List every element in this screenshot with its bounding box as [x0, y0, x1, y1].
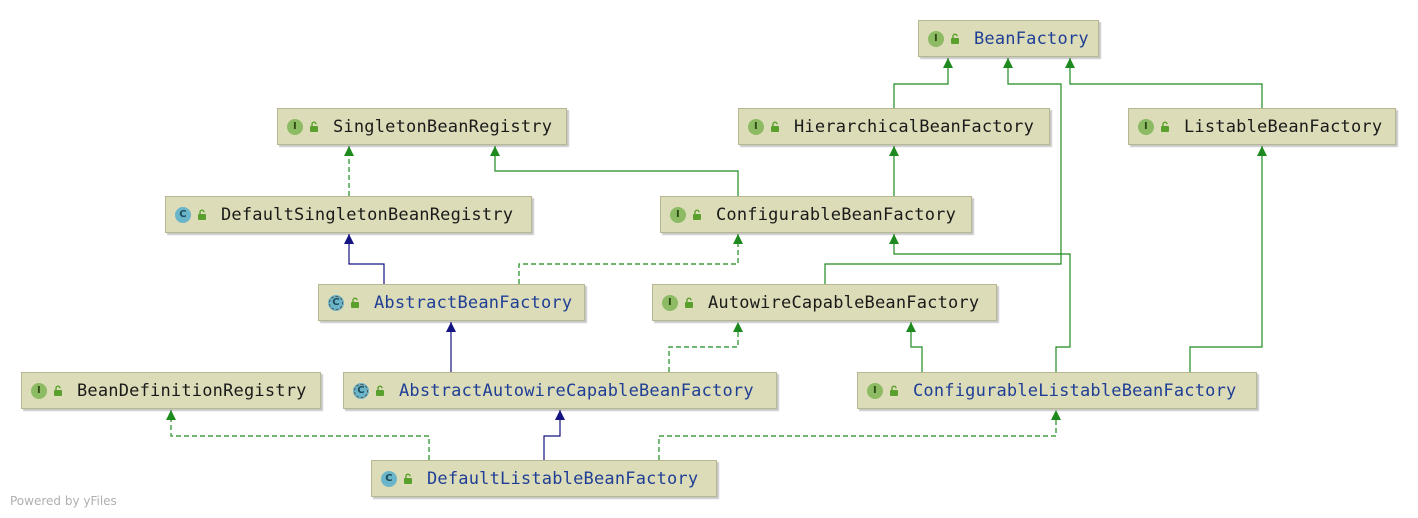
node-configurable-listable-bean-factory[interactable]: I ConfigurableListableBeanFactory [857, 372, 1257, 409]
interface-icon: I [662, 294, 678, 311]
abstract-class-icon: C [328, 294, 344, 311]
lock-icon [374, 385, 386, 397]
node-label: DefaultListableBeanFactory [427, 468, 699, 489]
node-abstract-bean-factory[interactable]: C AbstractBeanFactory [318, 284, 585, 321]
edge-listable-bean-factory-to-bean-factory [1069, 58, 1263, 108]
lock-icon [402, 473, 414, 485]
edge-configurable-bean-factory-to-singleton-bean-registry [494, 146, 739, 196]
node-hierarchical-bean-factory[interactable]: I HierarchicalBeanFactory [738, 108, 1050, 145]
edge-default-listable-bean-factory-to-abstract-autowire-capable-bean-factory [543, 410, 561, 460]
lock-icon [888, 385, 900, 397]
node-label: BeanFactory [974, 28, 1089, 49]
node-label: DefaultSingletonBeanRegistry [221, 204, 514, 225]
lock-icon [769, 121, 781, 133]
edge-arrowhead [889, 234, 899, 244]
node-label: ListableBeanFactory [1184, 116, 1383, 137]
edge-autowire-capable-bean-factory-to-bean-factory [824, 58, 1062, 284]
interface-icon: I [31, 382, 47, 399]
node-label: SingletonBeanRegistry [333, 116, 553, 137]
node-label: ConfigurableBeanFactory [716, 204, 957, 225]
interface-icon: I [1138, 118, 1154, 135]
lock-icon [52, 385, 64, 397]
edge-arrowhead [1257, 146, 1267, 156]
edge-abstract-autowire-capable-bean-factory-to-autowire-capable-bean-factory [668, 322, 739, 372]
lock-icon [1159, 121, 1171, 133]
edge-default-listable-bean-factory-to-bean-definition-registry [170, 410, 430, 460]
interface-icon: I [928, 30, 944, 47]
class-icon: C [381, 470, 397, 487]
edge-arrowhead [446, 322, 456, 332]
edge-arrowhead [344, 146, 354, 156]
node-default-listable-bean-factory[interactable]: C DefaultListableBeanFactory [371, 460, 717, 497]
edge-arrowhead [555, 410, 565, 420]
edge-abstract-bean-factory-to-default-singleton-bean-registry [348, 234, 385, 284]
edge-arrowhead [1051, 410, 1061, 420]
node-configurable-bean-factory[interactable]: I ConfigurableBeanFactory [660, 196, 972, 233]
lock-icon [349, 297, 361, 309]
node-autowire-capable-bean-factory[interactable]: I AutowireCapableBeanFactory [652, 284, 997, 321]
edge-arrowhead [344, 234, 354, 244]
node-label: AutowireCapableBeanFactory [708, 292, 980, 313]
node-listable-bean-factory[interactable]: I ListableBeanFactory [1128, 108, 1396, 145]
node-default-singleton-bean-registry[interactable]: C DefaultSingletonBeanRegistry [165, 196, 532, 233]
lock-icon [691, 209, 703, 221]
lock-icon [683, 297, 695, 309]
node-label: ConfigurableListableBeanFactory [913, 380, 1237, 401]
node-singleton-bean-registry[interactable]: I SingletonBeanRegistry [277, 108, 567, 145]
edge-arrowhead [733, 322, 743, 332]
node-label: HierarchicalBeanFactory [794, 116, 1035, 137]
node-label: AbstractBeanFactory [374, 292, 573, 313]
edge-hierarchical-bean-factory-to-bean-factory [893, 58, 949, 108]
lock-icon [196, 209, 208, 221]
node-label: BeanDefinitionRegistry [77, 380, 307, 401]
powered-by-watermark: Powered by yFiles [10, 494, 117, 508]
edge-default-listable-bean-factory-to-configurable-listable-bean-factory [658, 410, 1057, 460]
edge-arrowhead [943, 58, 953, 68]
edge-arrowhead [1065, 58, 1075, 68]
node-bean-definition-registry[interactable]: I BeanDefinitionRegistry [21, 372, 321, 409]
edge-configurable-listable-bean-factory-to-configurable-bean-factory [893, 234, 1071, 372]
interface-icon: I [287, 118, 303, 135]
lock-icon [949, 33, 961, 45]
node-abstract-autowire-capable-bean-factory[interactable]: C AbstractAutowireCapableBeanFactory [343, 372, 777, 409]
edge-arrowhead [166, 410, 176, 420]
interface-icon: I [670, 206, 686, 223]
node-bean-factory[interactable]: I BeanFactory [918, 20, 1099, 57]
edge-configurable-listable-bean-factory-to-autowire-capable-bean-factory [910, 322, 923, 372]
interface-icon: I [748, 118, 764, 135]
edge-arrowhead [733, 234, 743, 244]
edge-arrowhead [889, 146, 899, 156]
node-label: AbstractAutowireCapableBeanFactory [399, 380, 754, 401]
edge-arrowhead [490, 146, 500, 156]
edge-abstract-bean-factory-to-configurable-bean-factory [518, 234, 739, 284]
abstract-class-icon: C [353, 382, 369, 399]
edge-arrowhead [1003, 58, 1013, 68]
interface-icon: I [867, 382, 883, 399]
class-icon: C [175, 206, 191, 223]
edge-configurable-listable-bean-factory-to-listable-bean-factory [1189, 146, 1263, 372]
lock-icon [308, 121, 320, 133]
edge-arrowhead [906, 322, 916, 332]
